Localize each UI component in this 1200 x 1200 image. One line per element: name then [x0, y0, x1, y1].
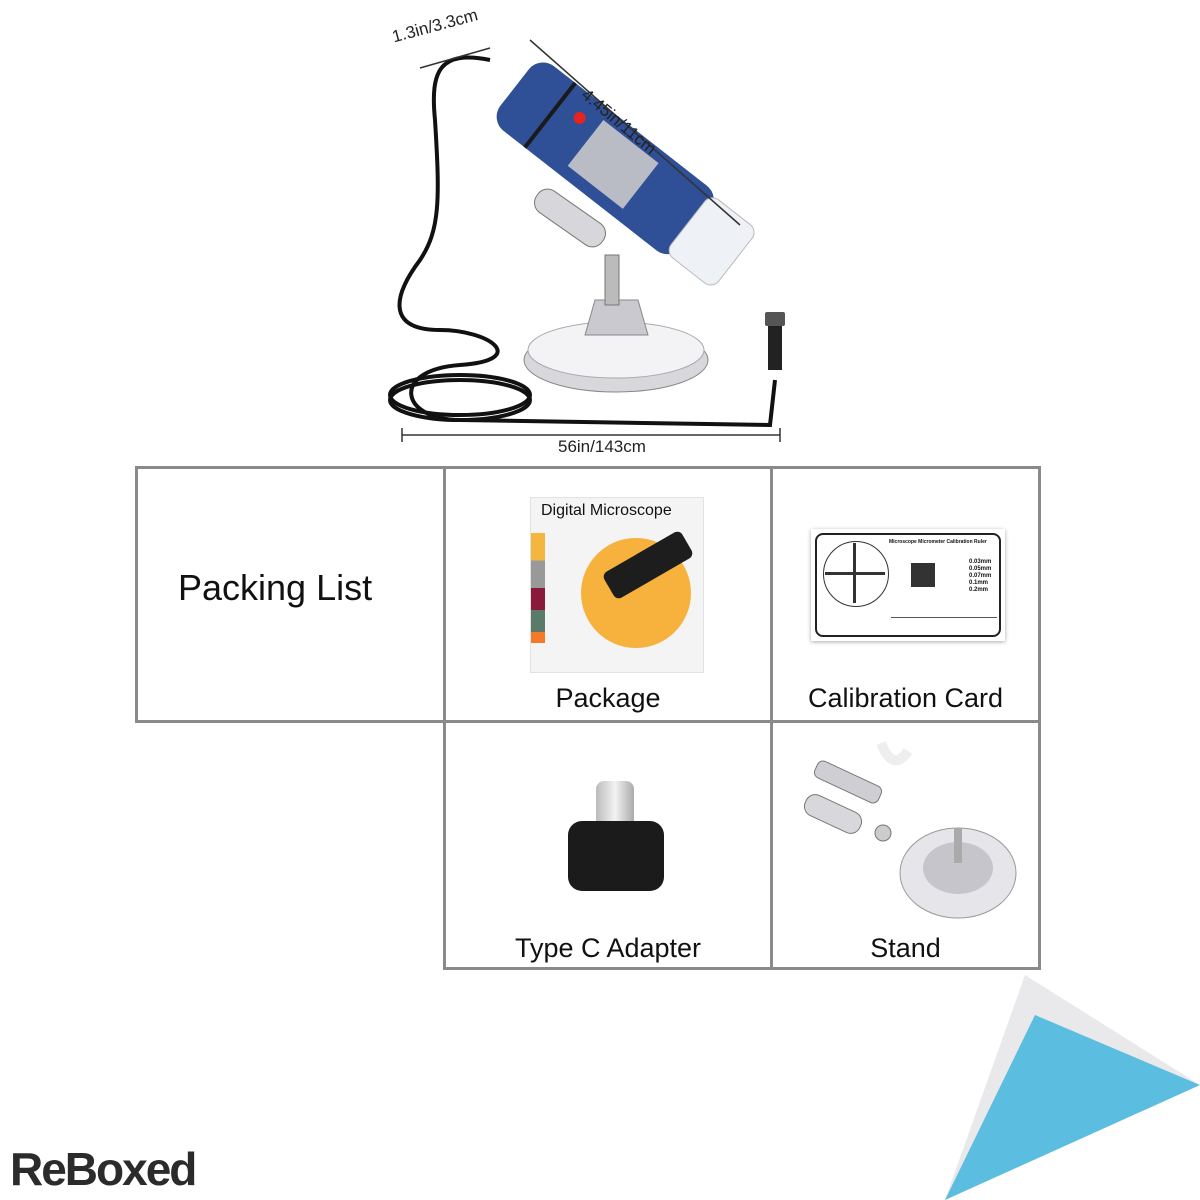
packing-list-title-cell: Packing List [135, 466, 446, 723]
cable-length-label: 56in/143cm [558, 437, 646, 456]
package-label: Package [555, 683, 661, 713]
corner-page-curl-graphic [945, 975, 1200, 1200]
package-cell: Digital Microscope Package [443, 466, 773, 723]
microscope-illustration [388, 39, 785, 442]
calibration-card-image: Microscope Micrometer Calibration Ruler … [811, 529, 1005, 641]
type-c-adapter-body [568, 821, 664, 891]
calibration-card-cell: Microscope Micrometer Calibration Ruler … [770, 466, 1041, 723]
stand-cell: Stand [770, 720, 1041, 970]
type-c-connector-tip [596, 781, 634, 825]
package-box-image: Digital Microscope [530, 497, 704, 673]
type-c-adapter-cell: Type C Adapter [443, 720, 773, 970]
stand-parts-image [803, 740, 1017, 919]
package-box-title: Digital Microscope [541, 502, 672, 519]
reboxed-logo: ReBoxed [10, 1143, 197, 1195]
scale-value: 0.2mm [969, 587, 989, 593]
packing-list-title: Packing List [178, 567, 373, 608]
scale-value: 0.03mm [969, 559, 992, 565]
scale-value: 0.05mm [969, 566, 992, 572]
type-c-adapter-label: Type C Adapter [514, 933, 702, 963]
calibration-scale: 0.03mm 0.05mm 0.07mm 0.1mm 0.2mm [969, 559, 991, 594]
calibration-card-title: Microscope Micrometer Calibration Ruler [889, 539, 987, 545]
scale-value: 0.07mm [969, 573, 992, 579]
package-side-thumbnails [531, 533, 545, 643]
scale-value: 0.1mm [969, 580, 989, 586]
calibration-card-label: Calibration Card [807, 683, 1004, 713]
stand-label: Stand [870, 933, 941, 963]
